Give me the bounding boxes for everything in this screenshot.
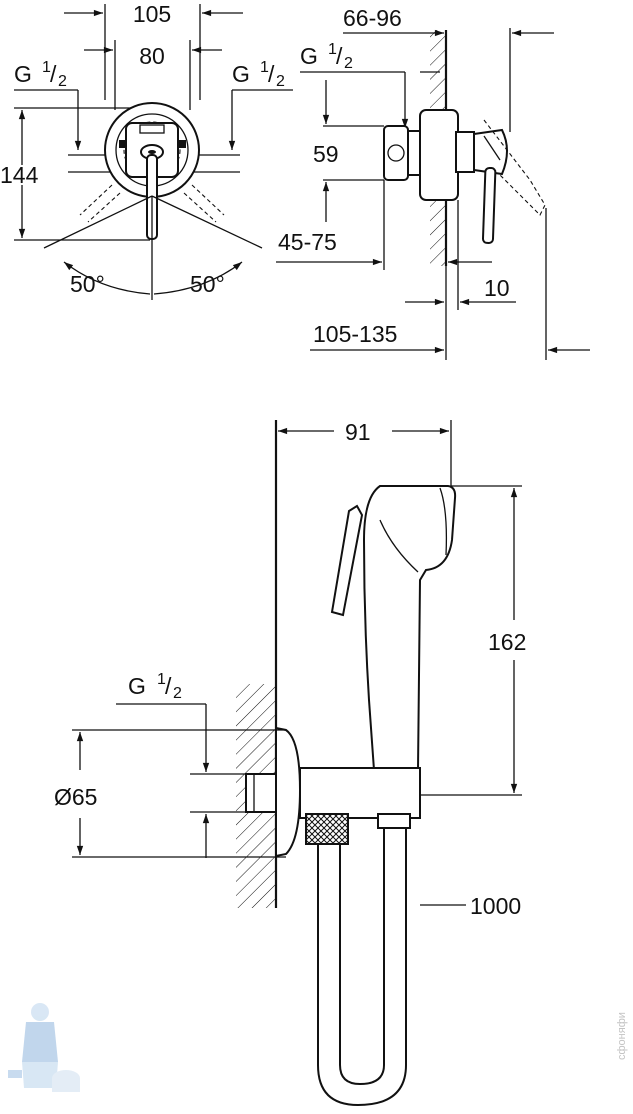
thread-frac-den-side: 2 xyxy=(344,55,353,72)
hand-shower xyxy=(362,485,457,771)
thread-frac-num-bottom: 1 xyxy=(157,671,166,688)
dim-80: 80 xyxy=(139,43,165,69)
elbow xyxy=(299,767,421,819)
thread-frac-slash-left: / xyxy=(50,61,57,87)
thread-frac-num-side: 1 xyxy=(328,41,337,58)
thread-label-left: G xyxy=(14,61,32,87)
hose xyxy=(317,827,407,1107)
side-view: 66-96 G 1 / 2 59 45-75 xyxy=(276,5,590,360)
rosette-side xyxy=(419,109,459,201)
dim-dia-65: Ø65 xyxy=(54,784,97,810)
thread-label-bottom: G xyxy=(128,673,146,699)
hand-shower-view: 91 162 1000 G 1 / 2 xyxy=(54,419,526,1107)
handle-side xyxy=(473,128,508,176)
logo-plumber xyxy=(8,1003,80,1092)
front-view: 105 80 G 1 / 2 G 1 / 2 144 xyxy=(0,1,293,300)
thread-frac-num-left: 1 xyxy=(42,59,51,76)
watermark-text: сфоняфи xyxy=(616,1012,628,1060)
dim-144: 144 xyxy=(0,162,39,188)
thread-label-right: G xyxy=(232,61,250,87)
angle-right: 50° xyxy=(190,271,225,297)
dim-1000: 1000 xyxy=(470,893,521,919)
thread-frac-num-right: 1 xyxy=(260,59,269,76)
thread-frac-den-bottom: 2 xyxy=(173,685,182,702)
thread-frac-den-left: 2 xyxy=(58,73,67,90)
dim-105: 105 xyxy=(133,1,171,27)
dim-91: 91 xyxy=(345,419,371,445)
dim-59: 59 xyxy=(313,141,339,167)
thread-label-side: G xyxy=(300,43,318,69)
hose-nut-left xyxy=(305,813,349,845)
dim-10: 10 xyxy=(484,275,510,301)
dim-66-96: 66-96 xyxy=(343,5,402,31)
thread-frac-den-right: 2 xyxy=(276,73,285,90)
dim-45-75: 45-75 xyxy=(278,229,337,255)
thread-frac-slash-bottom: / xyxy=(165,673,172,699)
thread-frac-slash-right: / xyxy=(268,61,275,87)
thread-frac-slash-side: / xyxy=(336,43,343,69)
dim-105-135: 105-135 xyxy=(313,321,397,347)
angle-left: 50° xyxy=(70,271,105,297)
wall-bracket xyxy=(275,726,302,858)
trigger xyxy=(330,504,364,617)
dim-162: 162 xyxy=(488,629,526,655)
